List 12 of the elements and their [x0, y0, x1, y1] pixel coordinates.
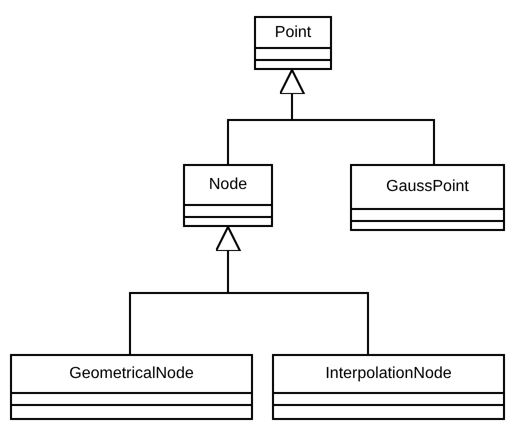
class-box	[254, 16, 332, 70]
class-name: Node	[208, 175, 248, 195]
class-name: GaussPoint	[386, 177, 469, 197]
class-box	[10, 354, 253, 420]
class-name: InterpolationNode	[325, 364, 452, 384]
class-box	[350, 164, 505, 231]
class-name: Point	[274, 22, 312, 42]
generalization-arrow	[215, 226, 369, 354]
class-box	[272, 354, 505, 420]
class-box	[183, 164, 273, 227]
class-name: GeometricalNode	[69, 364, 194, 384]
generalization-arrow	[279, 69, 435, 164]
